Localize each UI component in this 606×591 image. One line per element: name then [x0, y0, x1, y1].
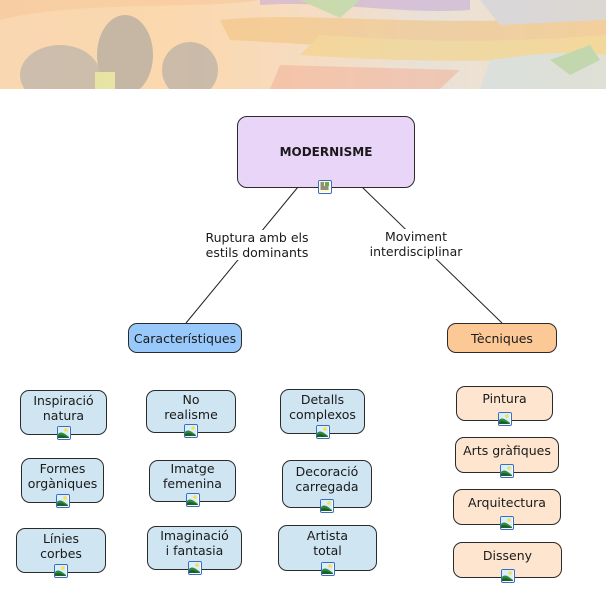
document-icon[interactable]: [318, 180, 332, 194]
image-icon[interactable]: [500, 569, 515, 583]
image-icon[interactable]: [184, 424, 198, 438]
concept-label: Imaginació i fantasia: [160, 528, 229, 558]
mosaic-banner-image: [0, 0, 606, 89]
concept-label: Característiques: [133, 330, 237, 346]
image-icon[interactable]: [500, 516, 514, 530]
concept-arts-grafiques[interactable]: Arts gràfiques: [455, 437, 559, 473]
concept-caracteristiques[interactable]: Característiques: [128, 323, 242, 353]
concept-label: Tècniques: [471, 330, 533, 346]
image-icon[interactable]: [315, 425, 330, 439]
concept-label: Arquitectura: [468, 494, 546, 510]
concept-tecniques[interactable]: Tècniques: [447, 323, 557, 353]
image-icon[interactable]: [55, 494, 70, 508]
concept-label: Decoració carregada: [295, 464, 359, 494]
image-icon[interactable]: [497, 412, 512, 426]
concept-label: Pintura: [482, 391, 527, 406]
concept-label: Detalls complexos: [289, 391, 356, 422]
image-icon[interactable]: [187, 561, 202, 575]
link-label-moviment: Moviment interdisciplinar: [366, 229, 466, 259]
concept-label: Imatge femenina: [163, 461, 222, 491]
concept-label: Formes orgàniques: [27, 460, 98, 491]
concept-imatge-femenina[interactable]: Imatge femenina: [149, 460, 236, 502]
concept-imaginacio-fantasia[interactable]: Imaginació i fantasia: [147, 526, 242, 570]
image-icon[interactable]: [320, 562, 335, 576]
concept-pintura[interactable]: Pintura: [456, 386, 553, 421]
mosaic-banner: [0, 0, 606, 89]
image-icon[interactable]: [56, 426, 71, 440]
concept-label: No realisme: [164, 391, 218, 422]
image-icon[interactable]: [320, 499, 334, 513]
concept-no-realisme[interactable]: No realisme: [146, 390, 236, 433]
concept-label: Línies corbes: [40, 530, 82, 561]
concept-label: Artista total: [306, 528, 349, 558]
concept-label: MODERNISME: [279, 144, 373, 159]
image-icon[interactable]: [185, 493, 200, 507]
concept-label: Disseny: [482, 547, 533, 563]
image-icon[interactable]: [500, 464, 514, 478]
concept-modernisme[interactable]: MODERNISME: [237, 116, 415, 188]
image-icon[interactable]: [54, 564, 68, 578]
concept-label: Arts gràfiques: [463, 442, 551, 458]
concept-label: Inspiració natura: [33, 392, 94, 423]
link-label-ruptura: Ruptura amb els estils dominants: [201, 230, 313, 260]
